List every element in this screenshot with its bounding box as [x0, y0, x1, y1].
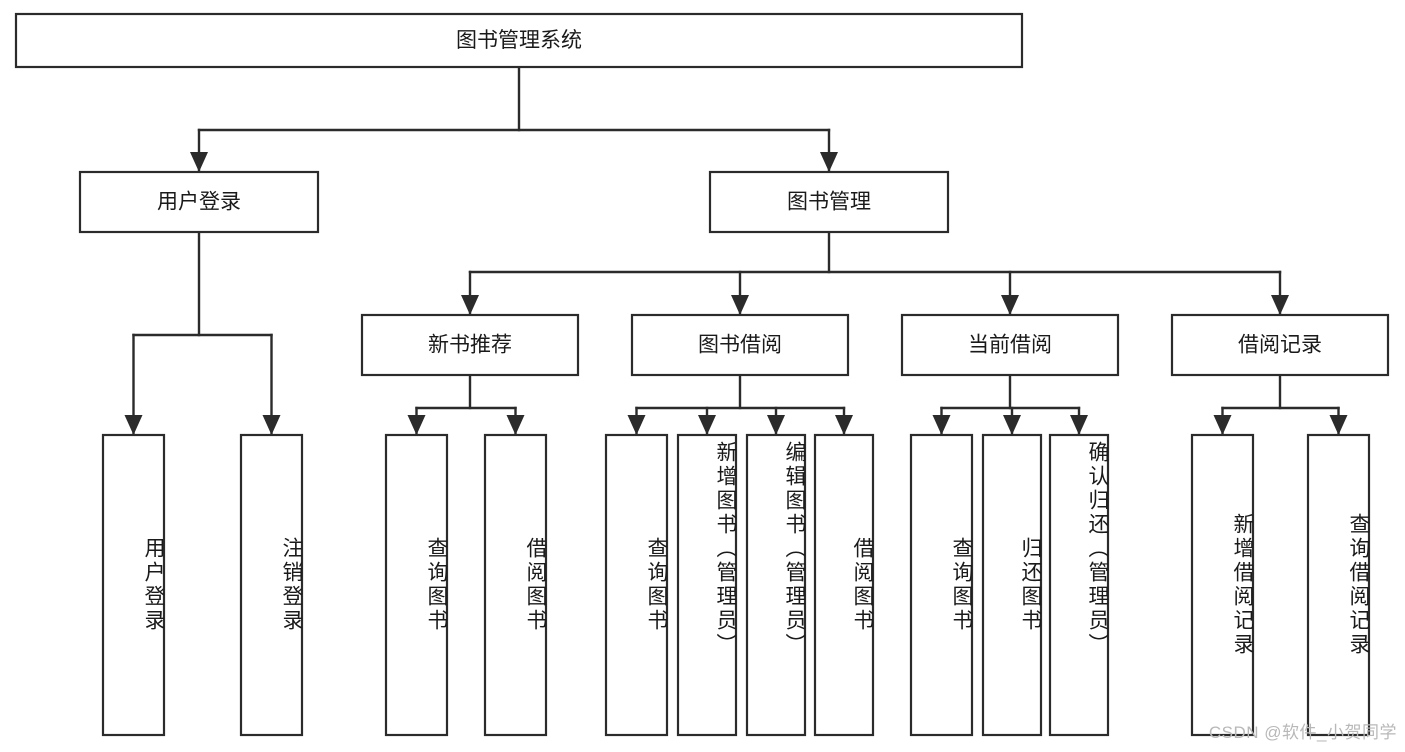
node-box-current-borrow[interactable] — [900, 313, 1120, 377]
node-box-leaf-add-book[interactable] — [676, 433, 738, 737]
node-box-book-borrow[interactable] — [630, 313, 850, 377]
arrow-head-leaf-logout — [262, 415, 281, 435]
arrow-head-book-manage — [820, 152, 838, 172]
arrow-head-user-login — [190, 152, 208, 172]
node-box-leaf-user-login[interactable] — [101, 433, 166, 737]
boxes-layer — [14, 12, 1390, 737]
node-label-user-login: 用户登录 — [157, 191, 241, 214]
node-label-borrow-record: 借阅记录 — [1238, 334, 1322, 357]
node-box-leaf-borrow-book-2[interactable] — [813, 433, 875, 737]
node-box-book-manage[interactable] — [708, 170, 950, 234]
arrow-head-book-borrow — [731, 295, 749, 315]
arrow-head-leaf-add-book — [698, 415, 716, 435]
node-label-root: 图书管理系统 — [456, 29, 582, 52]
arrow-head-new-book-recommend — [461, 295, 479, 315]
connectors-layer — [124, 65, 1348, 436]
node-box-leaf-logout[interactable] — [239, 433, 304, 737]
node-box-new-book-recommend[interactable] — [360, 313, 580, 377]
node-label-book-borrow: 图书借阅 — [698, 334, 782, 357]
arrow-head-leaf-query-book-3 — [932, 415, 951, 435]
arrow-head-leaf-confirm-return — [1070, 415, 1088, 435]
node-label-new-book-recommend: 新书推荐 — [428, 334, 512, 357]
arrow-head-leaf-edit-book — [767, 415, 785, 435]
arrow-head-leaf-query-record — [1329, 415, 1348, 435]
node-box-leaf-confirm-return[interactable] — [1048, 433, 1110, 737]
node-box-leaf-borrow-book-1[interactable] — [483, 433, 548, 737]
node-box-user-login[interactable] — [78, 170, 320, 234]
arrow-head-leaf-query-book-1 — [407, 415, 426, 435]
arrow-head-leaf-borrow-book-2 — [835, 415, 853, 435]
node-box-leaf-query-record[interactable] — [1306, 433, 1371, 737]
watermark-text: CSDN @软件_小贺同学 — [1208, 723, 1397, 742]
node-label-current-borrow: 当前借阅 — [968, 334, 1052, 357]
node-box-leaf-query-book-2[interactable] — [604, 433, 669, 737]
node-box-leaf-query-book-1[interactable] — [384, 433, 449, 737]
arrow-head-leaf-user-login — [124, 415, 143, 435]
arrow-head-leaf-return-book — [1003, 415, 1021, 435]
node-box-leaf-query-book-3[interactable] — [909, 433, 974, 737]
arrow-head-leaf-query-book-2 — [627, 415, 646, 435]
arrow-head-leaf-borrow-book-1 — [506, 415, 525, 435]
node-box-borrow-record[interactable] — [1170, 313, 1390, 377]
node-box-leaf-add-record[interactable] — [1190, 433, 1255, 737]
arrow-head-borrow-record — [1271, 295, 1289, 315]
node-label-book-manage: 图书管理 — [787, 191, 871, 214]
node-box-leaf-return-book[interactable] — [981, 433, 1043, 737]
arrow-head-leaf-add-record — [1213, 415, 1232, 435]
arrow-head-current-borrow — [1001, 295, 1019, 315]
node-box-root[interactable] — [14, 12, 1024, 69]
node-box-leaf-edit-book[interactable] — [745, 433, 807, 737]
